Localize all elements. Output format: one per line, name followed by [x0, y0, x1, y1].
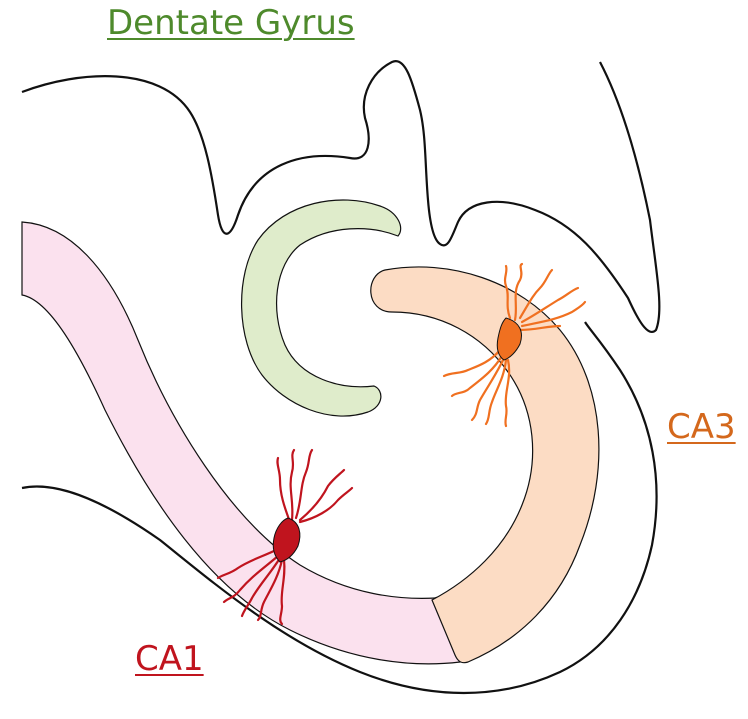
ca3-label: CA3	[667, 410, 736, 444]
dentate-gyrus-label: Dentate Gyrus	[107, 6, 355, 40]
upper-tissue-outline	[22, 61, 659, 332]
dentate-gyrus-shape	[242, 200, 401, 416]
ca1-label: CA1	[135, 642, 204, 676]
ca1-neuron-soma	[273, 518, 300, 562]
